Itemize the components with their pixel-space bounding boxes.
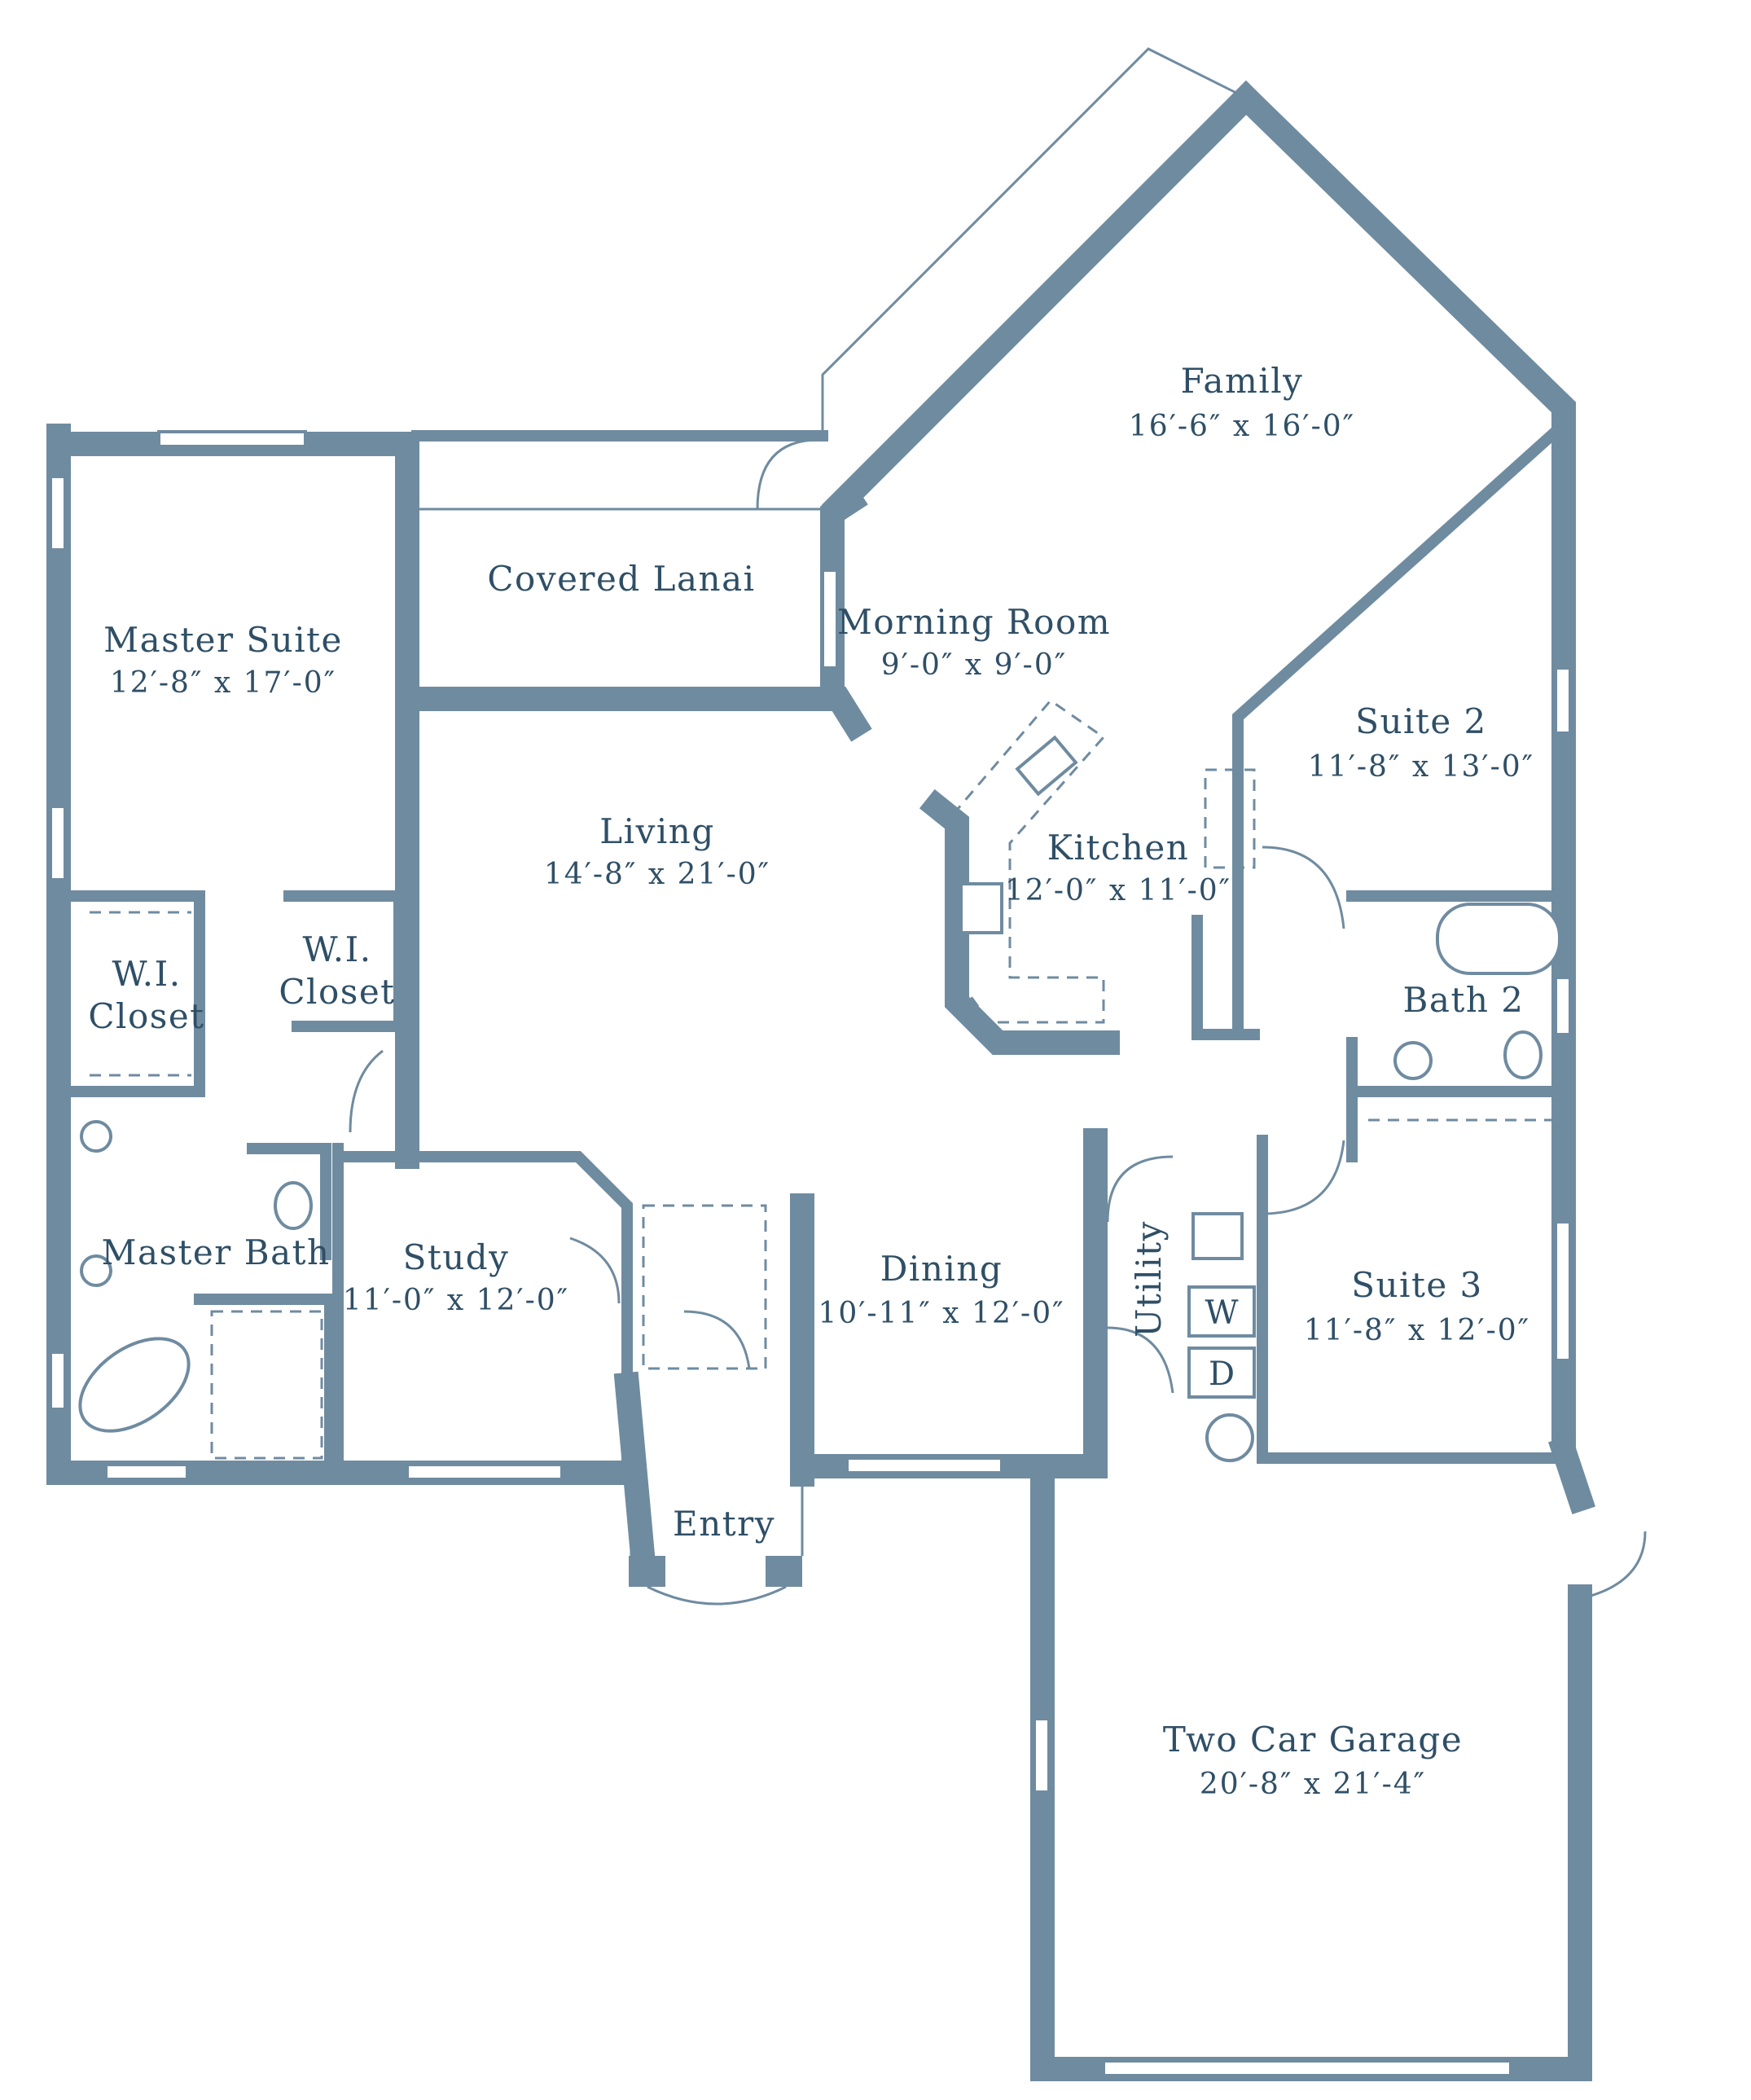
door-swing [349, 1049, 384, 1133]
water-heater [1205, 1413, 1254, 1462]
label-suite3: Suite 3 [1351, 1265, 1483, 1305]
label-covered-lanai: Covered Lanai [487, 559, 755, 599]
door-swing [1262, 846, 1345, 929]
lanai-outline [756, 47, 1247, 510]
label-master-bath: Master Bath [101, 1232, 330, 1272]
master-sink [80, 1120, 112, 1153]
wall-garage-ne [1548, 1434, 1595, 1514]
wall-lanai-south [405, 687, 872, 742]
window [821, 569, 839, 670]
wall-masterbath-shower [194, 1294, 336, 1472]
family-glass [1269, 112, 1533, 376]
size-suite2: 11′-8″ x 13′-0″ [1308, 750, 1534, 784]
window [104, 1463, 189, 1481]
window [49, 1351, 67, 1411]
wall-closet-left [59, 890, 205, 1097]
bath2-toilet [1503, 1030, 1543, 1079]
window [49, 475, 67, 551]
size-morning-room: 9′-0″ x 9′-0″ [881, 648, 1067, 682]
washer-box [1187, 1285, 1256, 1338]
kitchen-sink [1015, 735, 1078, 797]
door-swing [683, 1310, 751, 1369]
entry-pier-right [766, 1556, 802, 1587]
bath2-sink [1393, 1041, 1433, 1080]
wall-closet-right [283, 890, 405, 1032]
wall-kitchen-right [1191, 915, 1260, 1040]
window [157, 430, 307, 448]
window [406, 1463, 564, 1481]
label-family: Family [1181, 361, 1304, 401]
wall-study [332, 1151, 633, 1472]
window [1033, 1717, 1051, 1794]
master-shower-grid [210, 1310, 323, 1460]
label-kitchen: Kitchen [1047, 828, 1190, 868]
label-entry: Entry [673, 1504, 775, 1544]
label-wi-closet-left-1: W.I. [112, 954, 181, 994]
size-living: 14′-8″ x 21′-0″ [544, 858, 770, 891]
wall-kitchen [919, 789, 1120, 1055]
label-morning-room: Morning Room [837, 602, 1111, 642]
fixtures [78, 698, 1561, 1462]
size-garage: 20′-8″ x 21′-4″ [1200, 1768, 1426, 1801]
room-labels: Family 16′-6″ x 16′-0″ Covered Lanai Mor… [88, 361, 1534, 1801]
door-swing [1107, 1326, 1174, 1394]
family-glass [845, 112, 1223, 490]
master-sink [80, 1254, 112, 1287]
label-dryer: D [1209, 1355, 1235, 1393]
window [1554, 976, 1572, 1036]
kitchen-counter [951, 698, 1106, 1024]
label-wi-closet-right-1: W.I. [302, 929, 371, 969]
wall-family-nw [821, 80, 1264, 523]
dryer-box [1187, 1347, 1256, 1399]
label-study: Study [403, 1237, 510, 1277]
lanai-roof-line [821, 47, 1247, 436]
fridge [1204, 768, 1256, 869]
entry-arch-dash [642, 1204, 767, 1370]
window [1554, 666, 1572, 735]
entry-pier-left [629, 1556, 665, 1587]
label-master-suite: Master Suite [103, 620, 343, 660]
label-washer: W [1205, 1294, 1238, 1332]
wall-suite2-angle [1232, 424, 1564, 1040]
kitchen-range [959, 882, 1003, 934]
entry-arch [647, 1585, 787, 1606]
window [845, 1456, 1003, 1474]
size-master-suite: 12′-8″ x 17′-0″ [110, 666, 336, 700]
label-dining: Dining [880, 1249, 1003, 1289]
label-bath2: Bath 2 [1403, 980, 1525, 1020]
label-suite2: Suite 2 [1355, 701, 1487, 741]
wall-master-north [46, 432, 419, 1169]
size-kitchen: 12′-0″ x 11′-0″ [1005, 874, 1231, 907]
garage-door-swing [1587, 1531, 1647, 1598]
door-swing [1262, 1140, 1345, 1215]
utility-sink [1191, 1212, 1244, 1260]
size-family: 16′-6″ x 16′-0″ [1129, 410, 1355, 443]
wall-family-ne [1228, 80, 1576, 1462]
door-swing [1106, 1155, 1174, 1223]
size-study: 11′-0″ x 12′-0″ [343, 1284, 569, 1317]
label-wi-closet-left-2: Closet [88, 996, 204, 1036]
doors [349, 846, 1647, 1598]
wall-suite3-w [1257, 1135, 1569, 1464]
label-wi-closet-right-2: Closet [279, 972, 395, 1012]
label-garage: Two Car Garage [1163, 1720, 1463, 1760]
wall-masterbath-toilet [247, 1143, 331, 1260]
master-toilet [274, 1181, 313, 1230]
size-suite3: 11′-8″ x 12′-0″ [1304, 1314, 1530, 1347]
size-dining: 10′-11″ x 12′-0″ [818, 1297, 1064, 1330]
window [49, 805, 67, 881]
lanai-door-swing [756, 438, 819, 510]
wall-entry-left [613, 1371, 657, 1578]
label-living: Living [599, 811, 714, 851]
windows [49, 112, 1572, 2077]
label-utility: Utility [1129, 1220, 1169, 1338]
door-swing [569, 1237, 621, 1304]
window [1554, 1220, 1572, 1362]
bathtub [1436, 903, 1561, 975]
master-tub [78, 1337, 191, 1433]
window [1102, 2059, 1512, 2077]
